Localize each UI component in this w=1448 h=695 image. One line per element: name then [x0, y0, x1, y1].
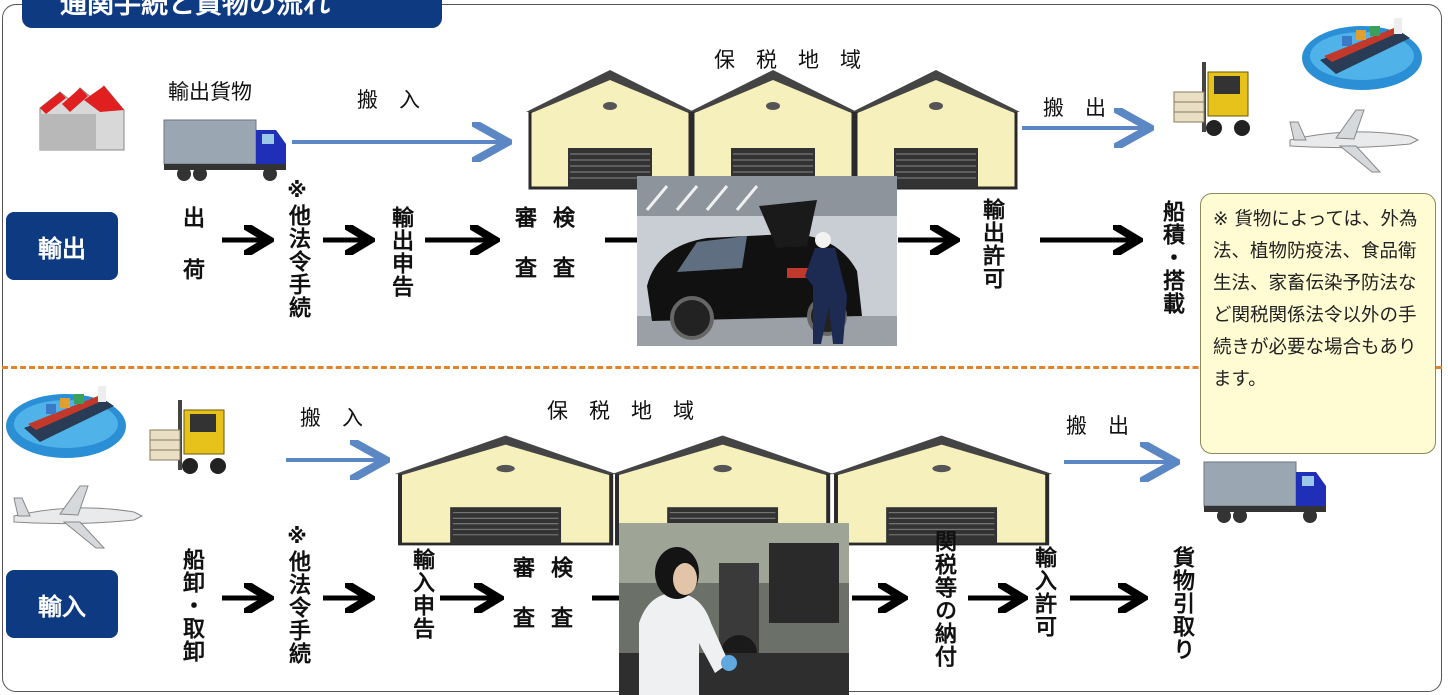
- import-plane-icon: [13, 485, 143, 549]
- step-duty-payment: 関税等の納付: [931, 530, 956, 668]
- page-title: 通関手続と貨物の流れ: [22, 0, 442, 28]
- step-inspection: 検査 審査: [508, 556, 572, 656]
- step-unloading: 船卸・取卸: [179, 548, 204, 663]
- inspection-col: 審査: [509, 556, 534, 656]
- export-cargo-label: 輸出貨物: [168, 80, 252, 104]
- import-warehouse-icon: [828, 433, 1055, 546]
- import-analysis-photo: [619, 523, 849, 695]
- export-plane-icon: [1289, 109, 1419, 173]
- step-import-declaration: 輸入申告: [409, 548, 434, 640]
- export-inspection-photo: [637, 176, 897, 346]
- step-other-laws: 他法令手続: [285, 204, 310, 319]
- import-carry-out-label: 搬 出: [1066, 414, 1129, 438]
- step-export-declaration: 輸出申告: [388, 206, 413, 298]
- step-shipment: 出荷: [179, 206, 204, 310]
- import-ship-icon: [6, 386, 126, 458]
- import-badge: 輸入: [6, 570, 118, 638]
- section-divider: [2, 366, 1442, 369]
- step-export-permit: 輸出許可: [979, 198, 1004, 290]
- import-bonded-area-label: 保 税 地 域: [547, 399, 694, 423]
- note-callout: ※ 貨物によっては、外為法、植物防疫法、食品衛生法、家畜伝染予防法など関税関係法…: [1200, 193, 1436, 454]
- other-laws-mark: ※: [285, 178, 309, 203]
- step-import-permit: 輸入許可: [1031, 546, 1056, 638]
- step-inspection: 検査 審査: [510, 206, 574, 306]
- other-laws-mark: ※: [285, 524, 309, 549]
- import-carry-in-label: 搬 入: [300, 406, 363, 430]
- inspection-col: 審査: [511, 206, 536, 306]
- step-other-laws: 他法令手続: [285, 550, 310, 665]
- step-loading: 船積・搭載: [1159, 200, 1184, 315]
- export-warehouse-icon: [524, 68, 696, 190]
- export-carry-in-label: 搬 入: [357, 88, 420, 112]
- export-forklift-icon: [1173, 61, 1251, 137]
- inspection-col: 検査: [547, 556, 572, 656]
- export-warehouse-icon: [850, 68, 1022, 190]
- step-cargo-pickup: 貨物引取り: [1169, 546, 1194, 661]
- factory-icon: [39, 85, 125, 151]
- import-truck-icon: [1203, 461, 1327, 524]
- export-carry-out-label: 搬 出: [1043, 96, 1106, 120]
- export-bonded-area-label: 保 税 地 域: [714, 48, 861, 72]
- import-warehouse-icon: [392, 433, 619, 546]
- export-badge: 輸出: [6, 212, 118, 280]
- import-forklift-icon: [149, 399, 227, 475]
- export-ship-icon: [1302, 18, 1422, 90]
- export-warehouse-icon: [687, 68, 859, 190]
- export-truck-icon: [163, 119, 287, 182]
- inspection-col: 検査: [549, 206, 574, 306]
